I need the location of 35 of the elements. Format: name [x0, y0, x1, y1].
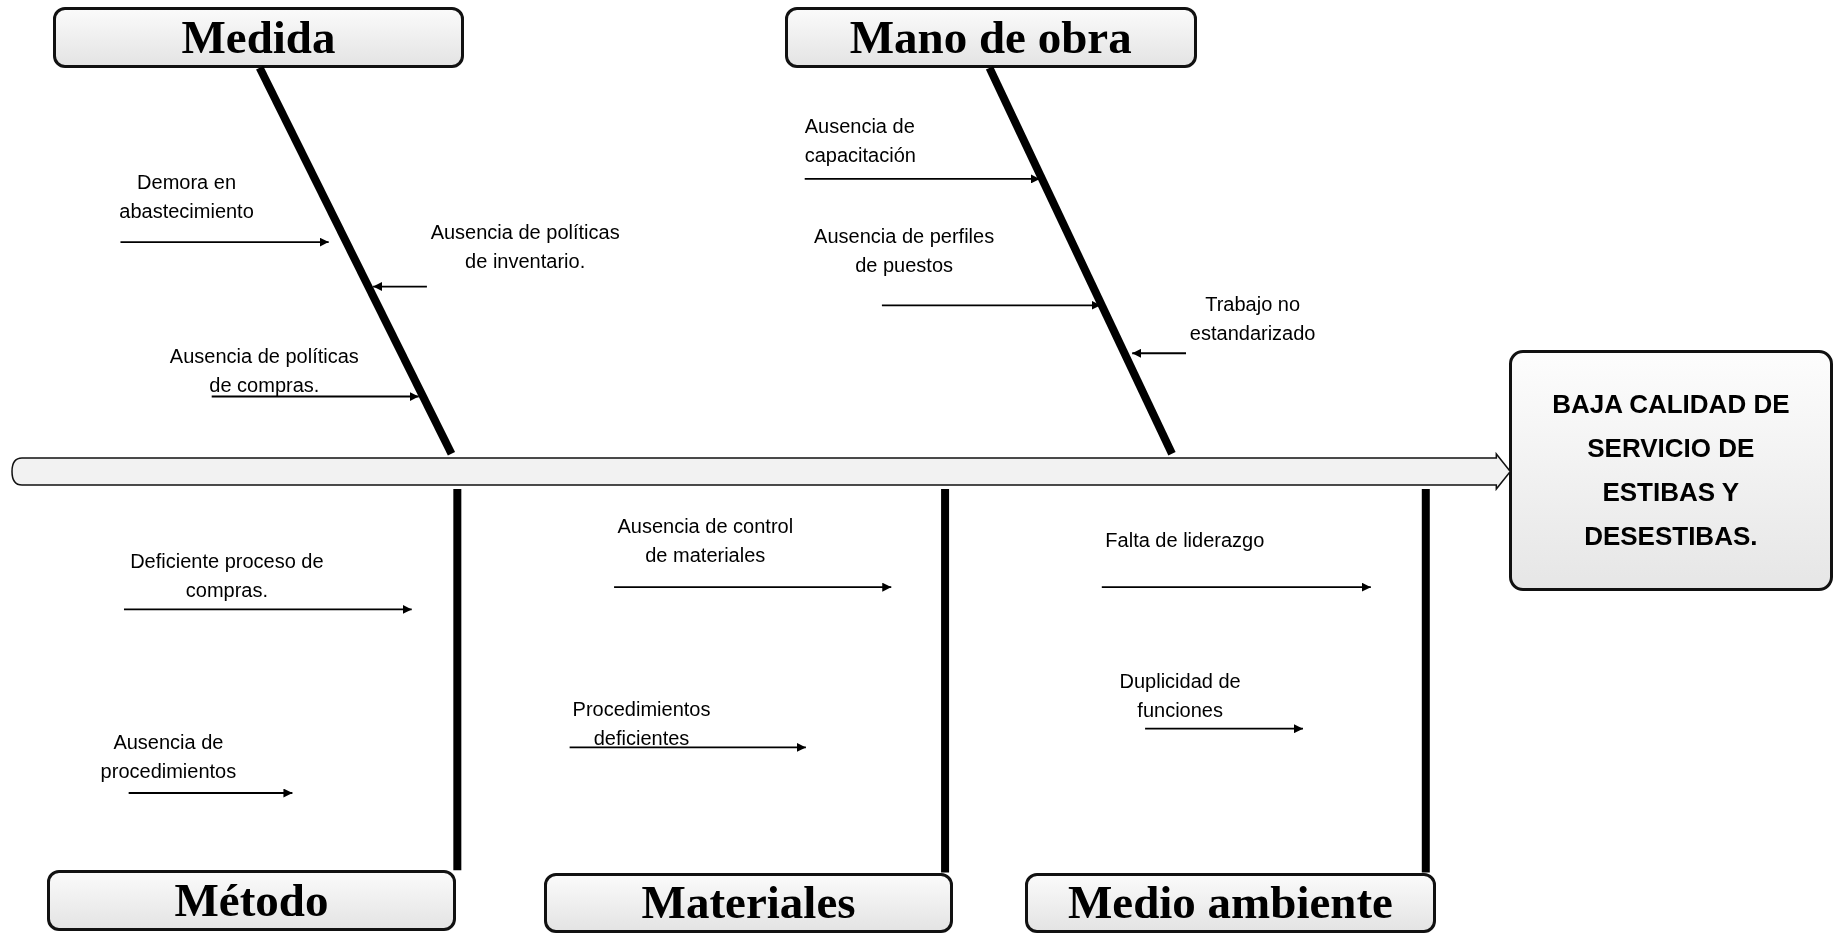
fishbone-bone [985, 66, 1176, 456]
arrow [123, 604, 413, 614]
fishbone-bone [1421, 488, 1430, 873]
arrow [568, 742, 807, 752]
cause-text: Demora en abastecimiento [113, 168, 260, 243]
fishbone-bone [256, 66, 456, 456]
category-box: Mano de obra [784, 7, 1197, 68]
cause-text: Falta de liderazgo [1099, 526, 1271, 588]
cause-text: Duplicidad de funciones [1114, 666, 1246, 729]
cause-text: Ausencia de capacitación [804, 112, 936, 179]
arrow [613, 582, 893, 592]
cause-text: Deficiente proceso de compras. [121, 547, 333, 610]
arrow [372, 282, 428, 292]
cause-text: Ausencia de control de materiales [611, 512, 799, 588]
arrow [803, 174, 1041, 184]
cause-text: Ausencia de perfiles de puestos [807, 222, 1002, 306]
cause-text: Procedimientos deficientes [567, 694, 716, 748]
fishbone-bone [941, 488, 950, 873]
effect-box: BAJA CALIDAD DE SERVICIO DE ESTIBAS Y DESESTIBAS. [1508, 349, 1833, 591]
category-box: Medio ambiente [1024, 872, 1437, 934]
arrow [1100, 582, 1372, 592]
category-box: Método [46, 870, 457, 931]
category-box: Materiales [543, 872, 954, 934]
arrow [210, 392, 420, 401]
fishbone-bone [453, 488, 462, 871]
arrow [119, 237, 330, 247]
cause-text: Ausencia de procedimientos [97, 727, 240, 793]
cause-text: Ausencia de políticas de inventario. [426, 217, 624, 291]
arrow [1144, 724, 1304, 734]
arrow [127, 788, 294, 798]
spine-arrow [11, 453, 1510, 489]
cause-text: Ausencia de políticas de compras. [167, 341, 362, 397]
category-box: Medida [52, 7, 465, 68]
arrow [1131, 348, 1187, 358]
cause-text: Trabajo no estandarizado [1186, 290, 1320, 356]
